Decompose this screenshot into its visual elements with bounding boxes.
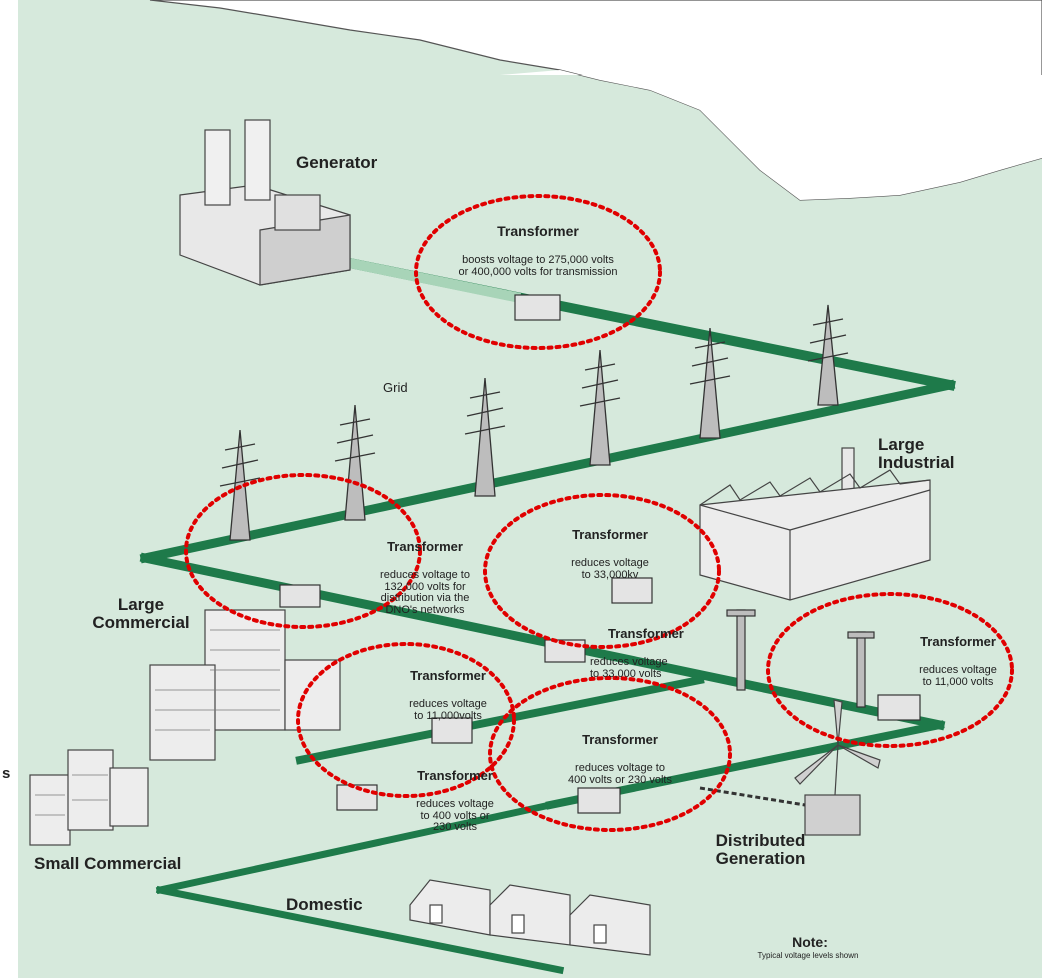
transformer-6-title: Transformer	[410, 667, 486, 683]
transformer-callout-1: Transformer boosts voltage to 275,000 vo…	[418, 207, 658, 295]
transformer-5-body: reduces voltage to 11,000 volts	[919, 664, 997, 688]
transformer-1-body: boosts voltage to 275,000 volts or 400,0…	[458, 254, 618, 278]
transformer-2-title: Transformer	[387, 538, 463, 554]
pylons	[219, 304, 849, 541]
transformer-5-title: Transformer	[920, 633, 996, 649]
label-large-commercial: Large Commercial	[92, 595, 190, 632]
transformer-callout-5: Transformer reduces voltage to 11,000 vo…	[888, 618, 1028, 705]
label-distributed-generation: Distributed Generation	[715, 831, 806, 868]
transformer-callout-8: Transformer reduces voltage to 400 volts…	[385, 752, 525, 851]
wind-turbine	[794, 699, 881, 836]
label-grid: Grid	[383, 380, 408, 395]
transformer-callout-3: Transformer reduces voltage to 33,000kv	[540, 511, 680, 598]
edge-fragment-text: s	[2, 765, 11, 782]
highlight-ellipses	[184, 194, 1014, 832]
transformer-8-body: reduces voltage to 400 volts or 230 volt…	[416, 798, 494, 834]
generator-building	[179, 119, 351, 286]
transformer-4-body: reduces voltage to 33,000 volts	[590, 656, 668, 680]
transformer-1-title: Transformer	[497, 222, 579, 239]
label-small-commercial: Small Commercial	[34, 854, 182, 873]
distribution-poles	[726, 609, 875, 708]
transformer-7-title: Transformer	[582, 731, 658, 747]
note-body: Typical voltage levels shown	[757, 951, 859, 960]
label-generator: Generator	[296, 153, 378, 172]
transformer-callout-2: Transformer reduces voltage to 132,000 v…	[355, 523, 495, 633]
transformer-6-body: reduces voltage to 11,000volts	[409, 698, 487, 722]
transformer-callout-7: Transformer reduces voltage to 400 volts…	[530, 716, 710, 803]
industrial-building	[699, 447, 931, 601]
transformer-3-title: Transformer	[572, 526, 648, 542]
transformer-7-body: reduces voltage to 400 volts or 230 volt…	[568, 762, 672, 786]
label-domestic: Domestic	[286, 895, 363, 914]
transformer-4-title: Transformer	[608, 625, 684, 641]
domestic-houses	[409, 879, 651, 956]
transformer-2-body: reduces voltage to 132,000 volts for dis…	[380, 569, 470, 616]
transformer-callout-4: Transformer reduces voltage to 33,000 vo…	[590, 610, 730, 697]
label-large-industrial: Large Industrial	[878, 435, 955, 472]
transformer-3-body: reduces voltage to 33,000kv	[571, 557, 649, 581]
note-title: Note:	[792, 934, 828, 950]
transformer-callout-6: Transformer reduces voltage to 11,000vol…	[378, 652, 518, 739]
transformer-8-title: Transformer	[417, 767, 493, 783]
